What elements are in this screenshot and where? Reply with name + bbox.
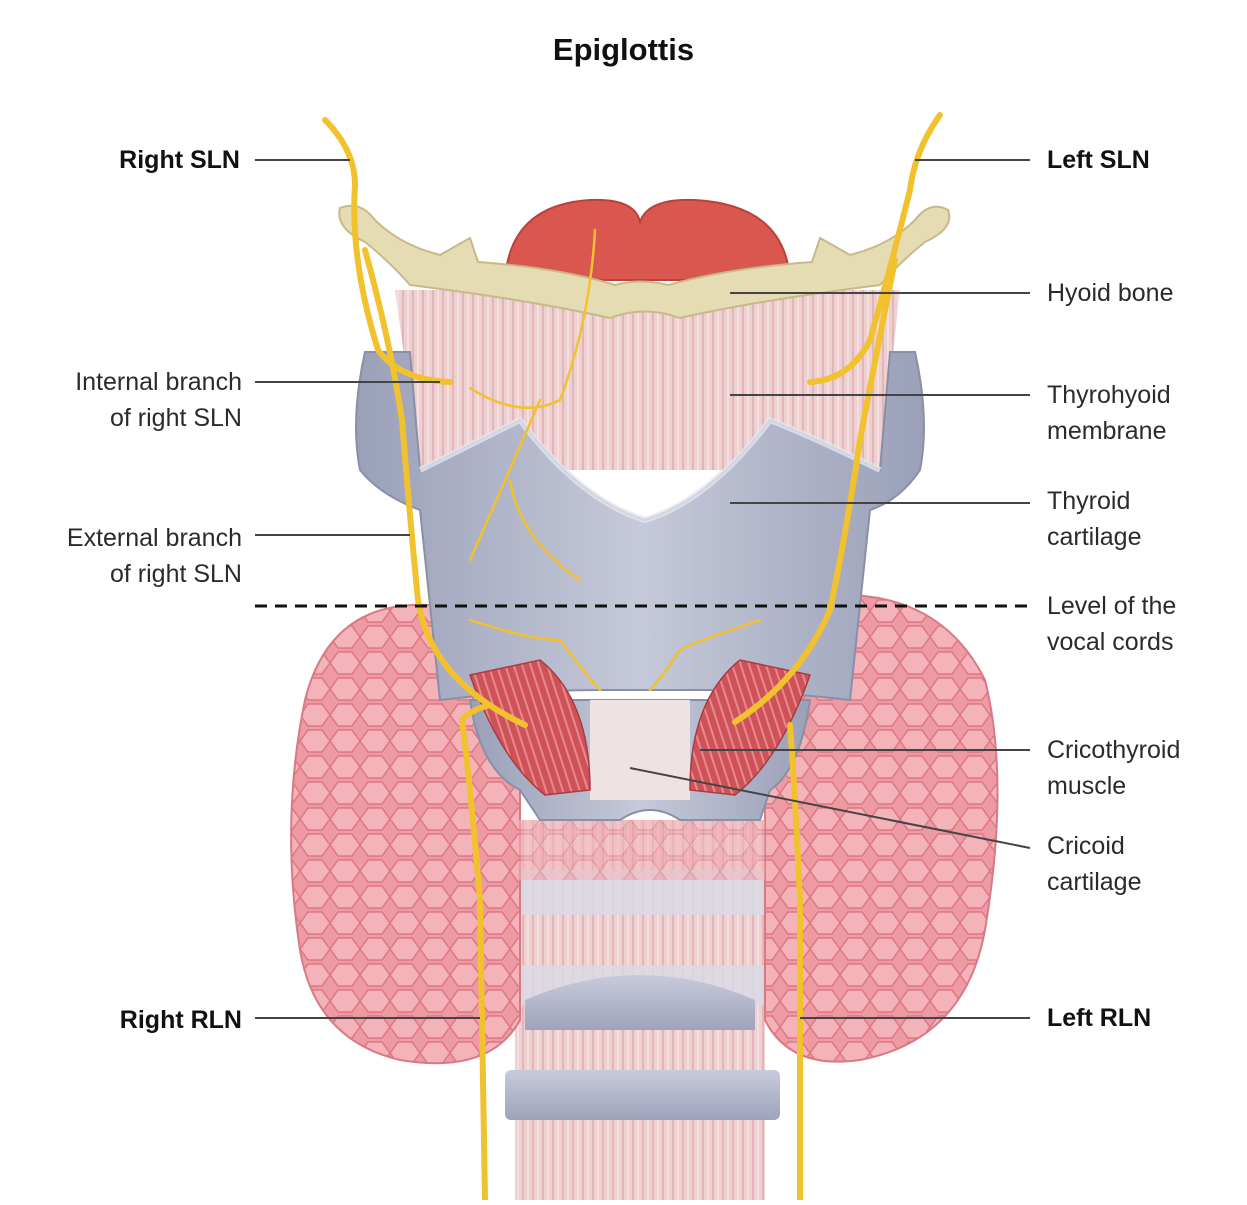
trachea xyxy=(505,820,780,1200)
label-hyoid-bone: Hyoid bone xyxy=(1047,279,1174,307)
thyroid-gland xyxy=(290,593,999,1065)
label-thyroid-cartilage: Thyroid cartilage xyxy=(1047,487,1142,551)
label-internal-branch: Internal branch of right SLN xyxy=(75,368,242,432)
leader-lines xyxy=(255,159,1031,1019)
label-left-rln: Left RLN xyxy=(1047,1004,1152,1032)
label-right-sln: Right SLN xyxy=(119,146,240,174)
nerves xyxy=(322,112,943,1203)
epiglottis xyxy=(503,198,792,281)
label-vocal-cords-level: Level of the vocal cords xyxy=(1047,592,1177,656)
label-cricoid-cartilage: Cricoid cartilage xyxy=(1047,832,1142,896)
label-thyrohyoid-membrane: Thyrohyoid membrane xyxy=(1047,381,1171,445)
label-cricothyroid-muscle: Cricothyroid muscle xyxy=(1047,736,1181,800)
cricothyroid-muscle-right xyxy=(469,659,591,796)
label-right-rln: Right RLN xyxy=(119,1006,242,1034)
hyoid-bone xyxy=(338,204,951,320)
label-left-sln: Left SLN xyxy=(1047,146,1150,174)
leader-cricoid-cartilage xyxy=(629,767,1031,849)
diagram-title: Epiglottis xyxy=(552,32,695,67)
label-external-branch: External branch of right SLN xyxy=(66,524,242,588)
